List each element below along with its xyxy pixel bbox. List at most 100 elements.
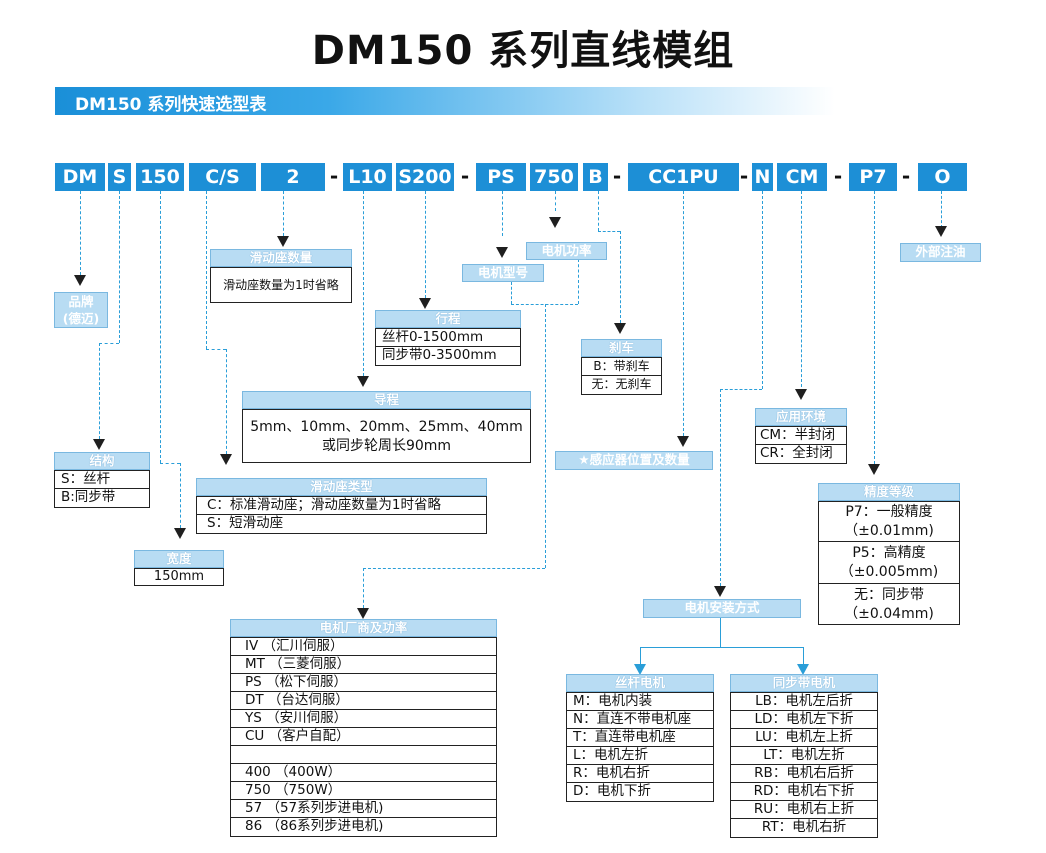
precision-p7-label: P7：一般精度 [845,504,933,520]
screw-motor-row: R：电机右折 [567,765,713,783]
environment-row: CR：全封闭 [760,445,833,461]
lead-line-1: 5mm、10mm、20mm、25mm、40mm [250,419,523,435]
split-stem [720,617,721,647]
brand-label: 品牌 (德迈) [54,292,108,328]
lead-line-2: 或同步轮周长90mm [321,438,452,454]
sensor-label: ★感应器位置及数量 [555,451,713,470]
structure-header: 结构 [54,452,150,470]
line-mount-b [720,389,762,390]
dash-5: - [833,164,843,188]
dash-6: - [901,164,911,188]
line-structure-a [119,191,120,343]
dash-2: - [460,164,470,188]
stroke-header: 行程 [375,310,521,328]
section-banner: DM150 系列快速选型表 [55,87,835,115]
arrow-motorpower [549,217,561,228]
code-width: 150 [136,163,184,191]
motor-maker-row: YS （安川伺服） [231,710,496,728]
arrow-structure [93,439,105,450]
dash-1: - [329,164,339,188]
line-maker-c [363,568,364,608]
arrow-motormodel [496,247,508,258]
bracket-left [511,282,512,304]
belt-motor-row: RB：电机右后折 [731,765,877,783]
line-width-b [160,463,180,464]
stroke-row: 丝杆0-1500mm [376,329,520,347]
arrow-belt-motor [797,664,809,675]
environment-header: 应用环境 [755,408,847,426]
line-brake-c [620,231,621,323]
belt-motor-row: LU：电机左上折 [731,729,877,747]
line-sensor [683,191,684,436]
slide-type-row: S：短滑动座 [207,515,284,531]
line-motorpower [555,191,556,211]
screw-motor-row: M：电机内装 [567,693,713,711]
line-structure-b [99,343,119,344]
arrow-brand [74,275,86,286]
external-oil-label: 外部注油 [900,243,981,262]
arrow-mount [714,586,726,597]
motor-maker-row: 86 （86系列步进电机) [245,818,384,834]
code-slide-count: 2 [261,163,325,191]
brake-table: B：带刹车 无：无刹车 [581,357,662,395]
precision-p5-value: （±0.005mm) [839,564,939,580]
line-brand [80,191,81,275]
slide-type-row: C：标准滑动座；滑动座数量为1时省略 [197,497,486,515]
lead-box: 5mm、10mm、20mm、25mm、40mm 或同步轮周长90mm [242,409,531,463]
line-motormodel [502,191,503,236]
brand-sub: (德迈) [62,311,100,326]
precision-none: 无：同步带 （±0.04mm) [819,584,959,624]
line-stroke [425,191,426,298]
line-width-c [180,463,181,528]
belt-motor-header: 同步带电机 [730,674,878,692]
code-mount: N [752,163,773,191]
arrow-width [174,528,186,539]
precision-p7: P7：一般精度 （±0.01mm) [819,502,959,542]
screw-motor-header: 丝杆电机 [566,674,714,692]
structure-row: B:同步带 [61,489,116,505]
brake-header: 刹车 [581,339,662,357]
width-header: 宽度 [134,550,224,568]
motor-maker-row: MT （三菱伺服） [231,656,496,674]
environment-row: CM：半封闭 [756,427,846,445]
slide-count-text: 滑动座数量为1时省略 [210,267,352,303]
bracket-right [578,259,579,304]
arrow-sensor [677,436,689,447]
line-mount-c [720,389,721,586]
precision-p5-label: P5：高精度 [852,545,926,561]
motor-maker-row [231,746,496,764]
precision-p5: P5：高精度 （±0.005mm) [819,542,959,584]
stroke-table: 丝杆0-1500mm 同步带0-3500mm [375,328,521,366]
belt-motor-row: RT：电机右折 [761,819,847,835]
arrow-stroke [419,298,431,309]
belt-motor-row: LB：电机左后折 [731,693,877,711]
code-brake: B [583,163,608,191]
code-stroke: S200 [396,163,454,191]
precision-table: P7：一般精度 （±0.01mm) P5：高精度 （±0.005mm) 无：同步… [818,501,960,625]
split-bar [640,647,804,648]
slide-count-header: 滑动座数量 [210,249,352,267]
screw-motor-table: M：电机内装 N：直连不带电机座 T：直连带电机座 L：电机左折 R：电机右折 … [566,692,714,802]
screw-motor-row: T：直连带电机座 [567,729,713,747]
line-slidecount [283,191,284,236]
code-environment: CM [777,163,827,191]
motor-maker-row: IV （汇川伺服） [231,638,496,656]
precision-header: 精度等级 [818,483,960,501]
banner-label: DM150 系列快速选型表 [75,95,267,115]
page-title: DM150 系列直线模组 [311,28,735,74]
code-lead: L10 [343,163,392,191]
bracket-bottom [511,304,578,305]
line-env [801,191,802,387]
arrow-brake [614,323,626,334]
code-sensor: CC1PU [628,163,739,191]
brake-row: 无：无刹车 [591,377,652,391]
motor-mount-label: 电机安装方式 [643,599,801,618]
belt-motor-row: RU：电机右上折 [731,801,877,819]
structure-table: S：丝杆 B:同步带 [54,470,150,508]
structure-row: S：丝杆 [55,471,149,489]
arrow-slidetype [220,454,232,465]
line-mount-a [762,191,763,389]
motor-maker-table: IV （汇川伺服） MT （三菱伺服） PS （松下伺服） DT （台达伺服） … [230,637,497,837]
arrow-oil [935,226,947,237]
arrow-lead [357,376,369,387]
